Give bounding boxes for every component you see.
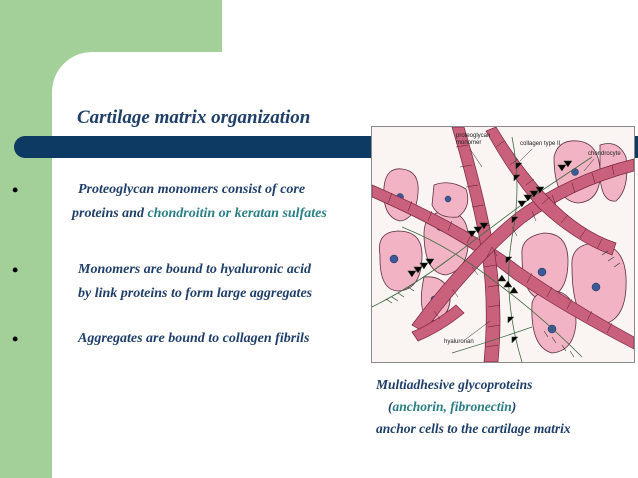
bullet-dot: • (12, 260, 19, 280)
label-hyaluronan: hyaluronan (444, 339, 474, 345)
caption-open-paren: ( (388, 399, 393, 414)
collagen-fibril (372, 184, 634, 350)
matrix-drawing (372, 127, 634, 362)
slide-title: Cartilage matrix organization (77, 107, 311, 128)
figure-caption: Multiadhesive glycoproteins (anchorin, f… (376, 374, 571, 440)
collagen-fibril (485, 127, 617, 256)
caption-line-3: anchor cells to the cartilage matrix (376, 421, 571, 436)
caption-line-2: (anchorin, fibronectin) (376, 396, 571, 418)
caption-highlight: anchorin, fibronectin (392, 399, 512, 414)
bullet-dot: • (12, 329, 19, 349)
bullet-1-highlight: chondroitin or keratan sulfates (147, 206, 327, 221)
bullet-2-line-2: by link proteins to form large aggregate… (78, 286, 313, 301)
caption-line-1: Multiadhesive glycoproteins (376, 377, 533, 392)
bullet-3-line-1: Aggregates are bound to collagen fibrils (78, 331, 310, 346)
collagen-fibril (411, 304, 465, 342)
label-proteoglycan-monomer: proteoglycan monomer (456, 133, 491, 146)
caption-close-paren: ) (511, 399, 517, 414)
collagen-fibril (451, 127, 501, 362)
label-collagen-type-ii: collagen type II (520, 141, 561, 147)
bullet-1-line-2: proteins and (72, 206, 148, 221)
left-green-strip (0, 0, 52, 478)
bullet-1-line-1: Proteoglycan monomers consist of core (78, 182, 306, 197)
bullet-2-line-1: Monomers are bound to hyaluronic acid (78, 262, 311, 277)
bullet-dot: • (12, 180, 19, 200)
cartilage-matrix-illustration: proteoglycan monomer collagen type II ch… (371, 126, 635, 363)
label-chondrocyte: chondrocyte (588, 151, 621, 157)
